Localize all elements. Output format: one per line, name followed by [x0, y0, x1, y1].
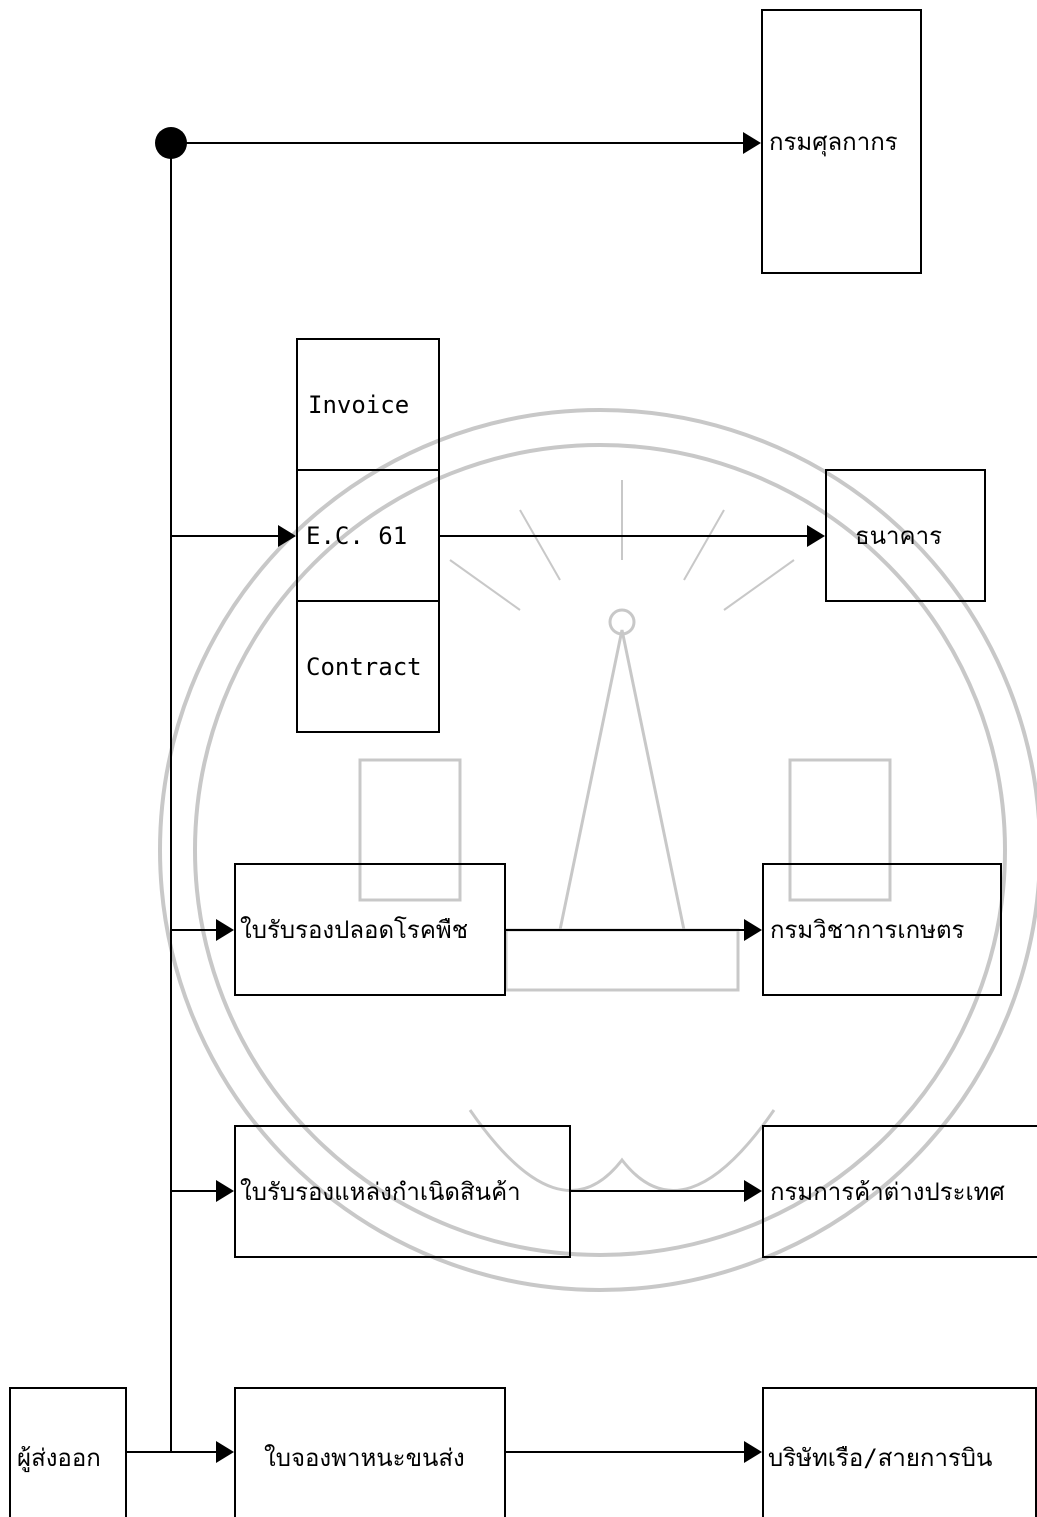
- arrowhead-bank: [807, 525, 825, 547]
- origin-cert-label: ใบรับรองแหล่งกำเนิดสินค้า: [240, 1178, 521, 1206]
- agri-dept-label: กรมวิชาการเกษตร: [770, 916, 965, 944]
- exporter-label: ผู้ส่งออก: [17, 1443, 101, 1472]
- contract-box: Contract: [296, 600, 440, 733]
- arrowhead-booking: [216, 1441, 234, 1463]
- agri-dept-box: กรมวิชาการเกษตร: [762, 863, 1002, 996]
- carrier-label: บริษัทเรือ/สายการบิน: [768, 1443, 993, 1472]
- arrowhead-carrier: [744, 1441, 762, 1463]
- ec61-box: E.C. 61: [296, 469, 440, 602]
- invoice-box: Invoice: [296, 338, 440, 471]
- bank-label: ธนาคาร: [855, 522, 942, 550]
- contract-label: Contract: [306, 652, 422, 681]
- customs-label: กรมศุลกากร: [769, 128, 898, 156]
- arrowhead-phyto: [216, 919, 234, 941]
- booking-label: ใบจองพาหนะขนส่ง: [264, 1443, 465, 1472]
- exporter-box: ผู้ส่งออก: [9, 1387, 127, 1517]
- arrowhead-customs: [743, 132, 761, 154]
- university-seal-watermark: [158, 408, 1037, 1292]
- customs-box: กรมศุลกากร: [761, 9, 922, 274]
- arrowhead-foreign-trade: [744, 1180, 762, 1202]
- booking-box: ใบจองพาหนะขนส่ง: [234, 1387, 506, 1517]
- origin-cert-box: ใบรับรองแหล่งกำเนิดสินค้า: [234, 1125, 571, 1258]
- ec61-label: E.C. 61: [306, 521, 408, 550]
- carrier-box: บริษัทเรือ/สายการบิน: [762, 1387, 1037, 1517]
- arrowhead-ec61: [278, 525, 296, 547]
- phyto-cert-label: ใบรับรองปลอดโรคพืช: [240, 916, 468, 944]
- foreign-trade-dept-box: กรมการค้าต่างประเทศ: [762, 1125, 1037, 1258]
- arrowhead-agri-dept: [744, 919, 762, 941]
- bank-box: ธนาคาร: [825, 469, 986, 602]
- invoice-label: Invoice: [308, 390, 410, 419]
- phyto-cert-box: ใบรับรองปลอดโรคพืช: [234, 863, 506, 996]
- arrowhead-origin-cert: [216, 1180, 234, 1202]
- foreign-trade-dept-label: กรมการค้าต่างประเทศ: [770, 1178, 1005, 1206]
